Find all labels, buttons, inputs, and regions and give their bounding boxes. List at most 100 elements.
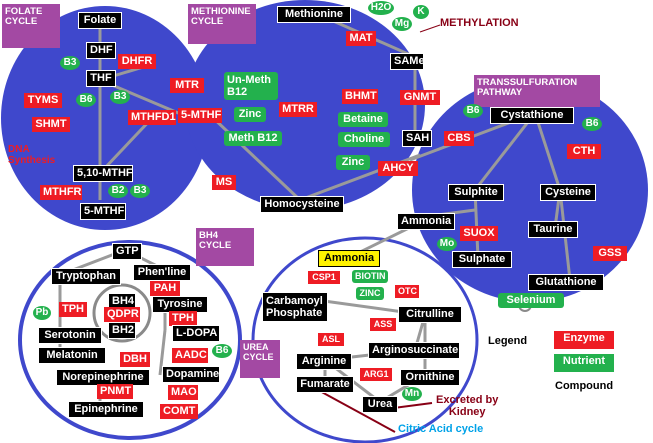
compound-cysteine: Cysteine — [540, 184, 596, 201]
compound-5-mthf: 5-MTHF — [80, 203, 126, 220]
enzyme-mthfr: MTHFR — [40, 185, 82, 200]
enzyme-gnmt: GNMT — [400, 90, 440, 105]
enzyme-otc: OTC — [395, 285, 419, 298]
legend-enzyme: Enzyme — [554, 331, 614, 349]
compound-sah: SAH — [402, 130, 432, 147]
enzyme-ahcy: AHCY — [378, 161, 418, 176]
compound-dhf: DHF — [86, 42, 116, 59]
compound-ammonia-trans: Ammonia — [397, 213, 455, 230]
compound-fumarate: Fumarate — [296, 376, 354, 393]
excreted-label: Excreted by Kidney — [436, 394, 499, 418]
enzyme-cth: CTH — [567, 144, 601, 159]
nutrient-unmeth-b12: Un-Meth B12 — [224, 72, 278, 101]
nutrient-b3-b: B3 — [110, 90, 130, 104]
methylation-label: METHYLATION — [440, 17, 519, 29]
nutrient-b2: B2 — [108, 184, 128, 198]
nutrient-k: K — [413, 5, 429, 19]
folate-cycle-label: FOLATE CYCLE — [2, 4, 60, 48]
enzyme-cbs: CBS — [444, 131, 474, 146]
nutrient-b6-b: B6 — [582, 117, 602, 131]
enzyme-dhfr: DHFR — [118, 54, 156, 69]
compound-5-10-mthf: 5,10-MTHF — [73, 165, 133, 182]
bh4-cycle-label: BH4 CYCLE — [196, 228, 254, 266]
compound-melatonin: Melatonin — [38, 347, 106, 364]
compound-dopamine: Dopamine — [162, 366, 220, 383]
compound-serotonin: Serotonin — [38, 327, 102, 344]
enzyme-mao: MAO — [168, 385, 198, 400]
compound-urea: Urea — [362, 396, 398, 413]
compound-arginosuccinate: Arginosuccinate — [368, 342, 460, 359]
nutrient-b6-a: B6 — [463, 104, 483, 118]
nutrient-zinc-b: Zinc — [336, 155, 370, 170]
enzyme-gss: GSS — [593, 246, 627, 261]
enzyme-ass: ASS — [370, 318, 396, 331]
enzyme-csp1: CSP1 — [308, 271, 340, 284]
transsulfuration-label: TRANSSULFURATION PATHWAY — [474, 75, 600, 107]
bh4-recycle-ring — [92, 283, 152, 343]
enzyme-mat: MAT — [346, 31, 376, 46]
urea-cycle-label: UREA CYCLE — [240, 340, 280, 378]
enzyme-mtrr: MTRR — [279, 102, 317, 117]
enzyme-ms: MS — [212, 175, 236, 190]
compound-epinephrine: Epinephrine — [68, 401, 144, 418]
citric-acid-label: Citric Acid cycle — [398, 423, 484, 435]
compound-glutathione: Glutathione — [528, 274, 604, 291]
legend-nutrient: Nutrient — [554, 354, 614, 372]
compound-phenline: Phen'line — [133, 264, 191, 281]
enzyme-tyms: TYMS — [24, 93, 62, 108]
compound-tryptophan: Tryptophan — [51, 268, 121, 285]
compound-sulphate: Sulphate — [452, 251, 512, 268]
enzyme-mtr: MTR — [170, 78, 204, 93]
compound-arginine: Arginine — [296, 353, 352, 370]
enzyme-arg1: ARG1 — [360, 368, 392, 381]
compound-thf: THF — [86, 70, 116, 87]
compound-methionine: Methionine — [277, 6, 351, 23]
compound-sulphite: Sulphite — [448, 184, 504, 201]
enzyme-shmt: SHMT — [32, 117, 70, 132]
enzyme-asl: ASL — [318, 333, 344, 346]
enzyme-pnmt: PNMT — [97, 384, 133, 399]
methylation-arrow — [419, 24, 441, 33]
compound-carbamoyl-phosphate: Carbamoyl Phosphate — [262, 292, 328, 323]
citric-acid-arrow — [317, 389, 396, 433]
nutrient-b6-bh4: B6 — [212, 344, 232, 358]
nutrient-choline: Choline — [338, 132, 390, 147]
dna-synthesis-label: DNA Synthesis — [8, 144, 56, 166]
compound-bh2: BH2 — [108, 322, 136, 339]
nutrient-h2o: H2O — [368, 1, 394, 15]
compound-ldopa: L-DOPA — [172, 325, 220, 342]
nutrient-betaine: Betaine — [338, 112, 388, 127]
folate-cycle-region — [1, 6, 209, 230]
nutrient-biotin: BIOTIN — [352, 270, 388, 283]
legend-compound: Compound — [555, 380, 614, 392]
enzyme-tph-b: TPH — [169, 311, 197, 326]
nutrient-zinc-urea: ZINC — [356, 287, 384, 300]
nutrient-pb: Pb — [33, 306, 51, 320]
nutrient-mg: Mg — [392, 17, 412, 31]
compound-ammonia-urea: Ammonia — [318, 250, 380, 267]
compound-same: SAMe — [390, 53, 425, 70]
enzyme-comt: COMT — [160, 404, 198, 419]
compound-gtp: GTP — [112, 243, 142, 260]
nutrient-meth-b12: Meth B12 — [224, 131, 282, 146]
enzyme-tph-a: TPH — [59, 302, 87, 317]
compound-cystathione: Cystathione — [490, 107, 574, 124]
compound-folate: Folate — [78, 12, 122, 29]
nutrient-mn: Mn — [402, 387, 422, 401]
compound-homocysteine: Homocysteine — [260, 196, 344, 213]
legend-title: Legend — [488, 335, 528, 347]
nutrient-zinc-a: Zinc — [234, 107, 266, 122]
nutrient-b6: B6 — [76, 93, 96, 107]
nutrient-mo: Mo — [437, 237, 457, 251]
nutrient-b3-a: B3 — [60, 56, 80, 70]
compound-ornithine: Ornithine — [400, 369, 460, 386]
compound-citrulline: Citrulline — [398, 306, 462, 323]
enzyme-pah: PAH — [150, 281, 180, 296]
enzyme-suox: SUOX — [460, 226, 498, 241]
enzyme-qdpr: QDPR — [104, 307, 140, 322]
nutrient-b3-c: B3 — [130, 184, 150, 198]
enzyme-bhmt: BHMT — [342, 89, 378, 104]
enzyme-mthf5: 5-MTHF — [178, 108, 222, 123]
nutrient-selenium: Selenium — [498, 293, 564, 308]
methionine-cycle-label: METHIONINE CYCLE — [188, 4, 256, 44]
